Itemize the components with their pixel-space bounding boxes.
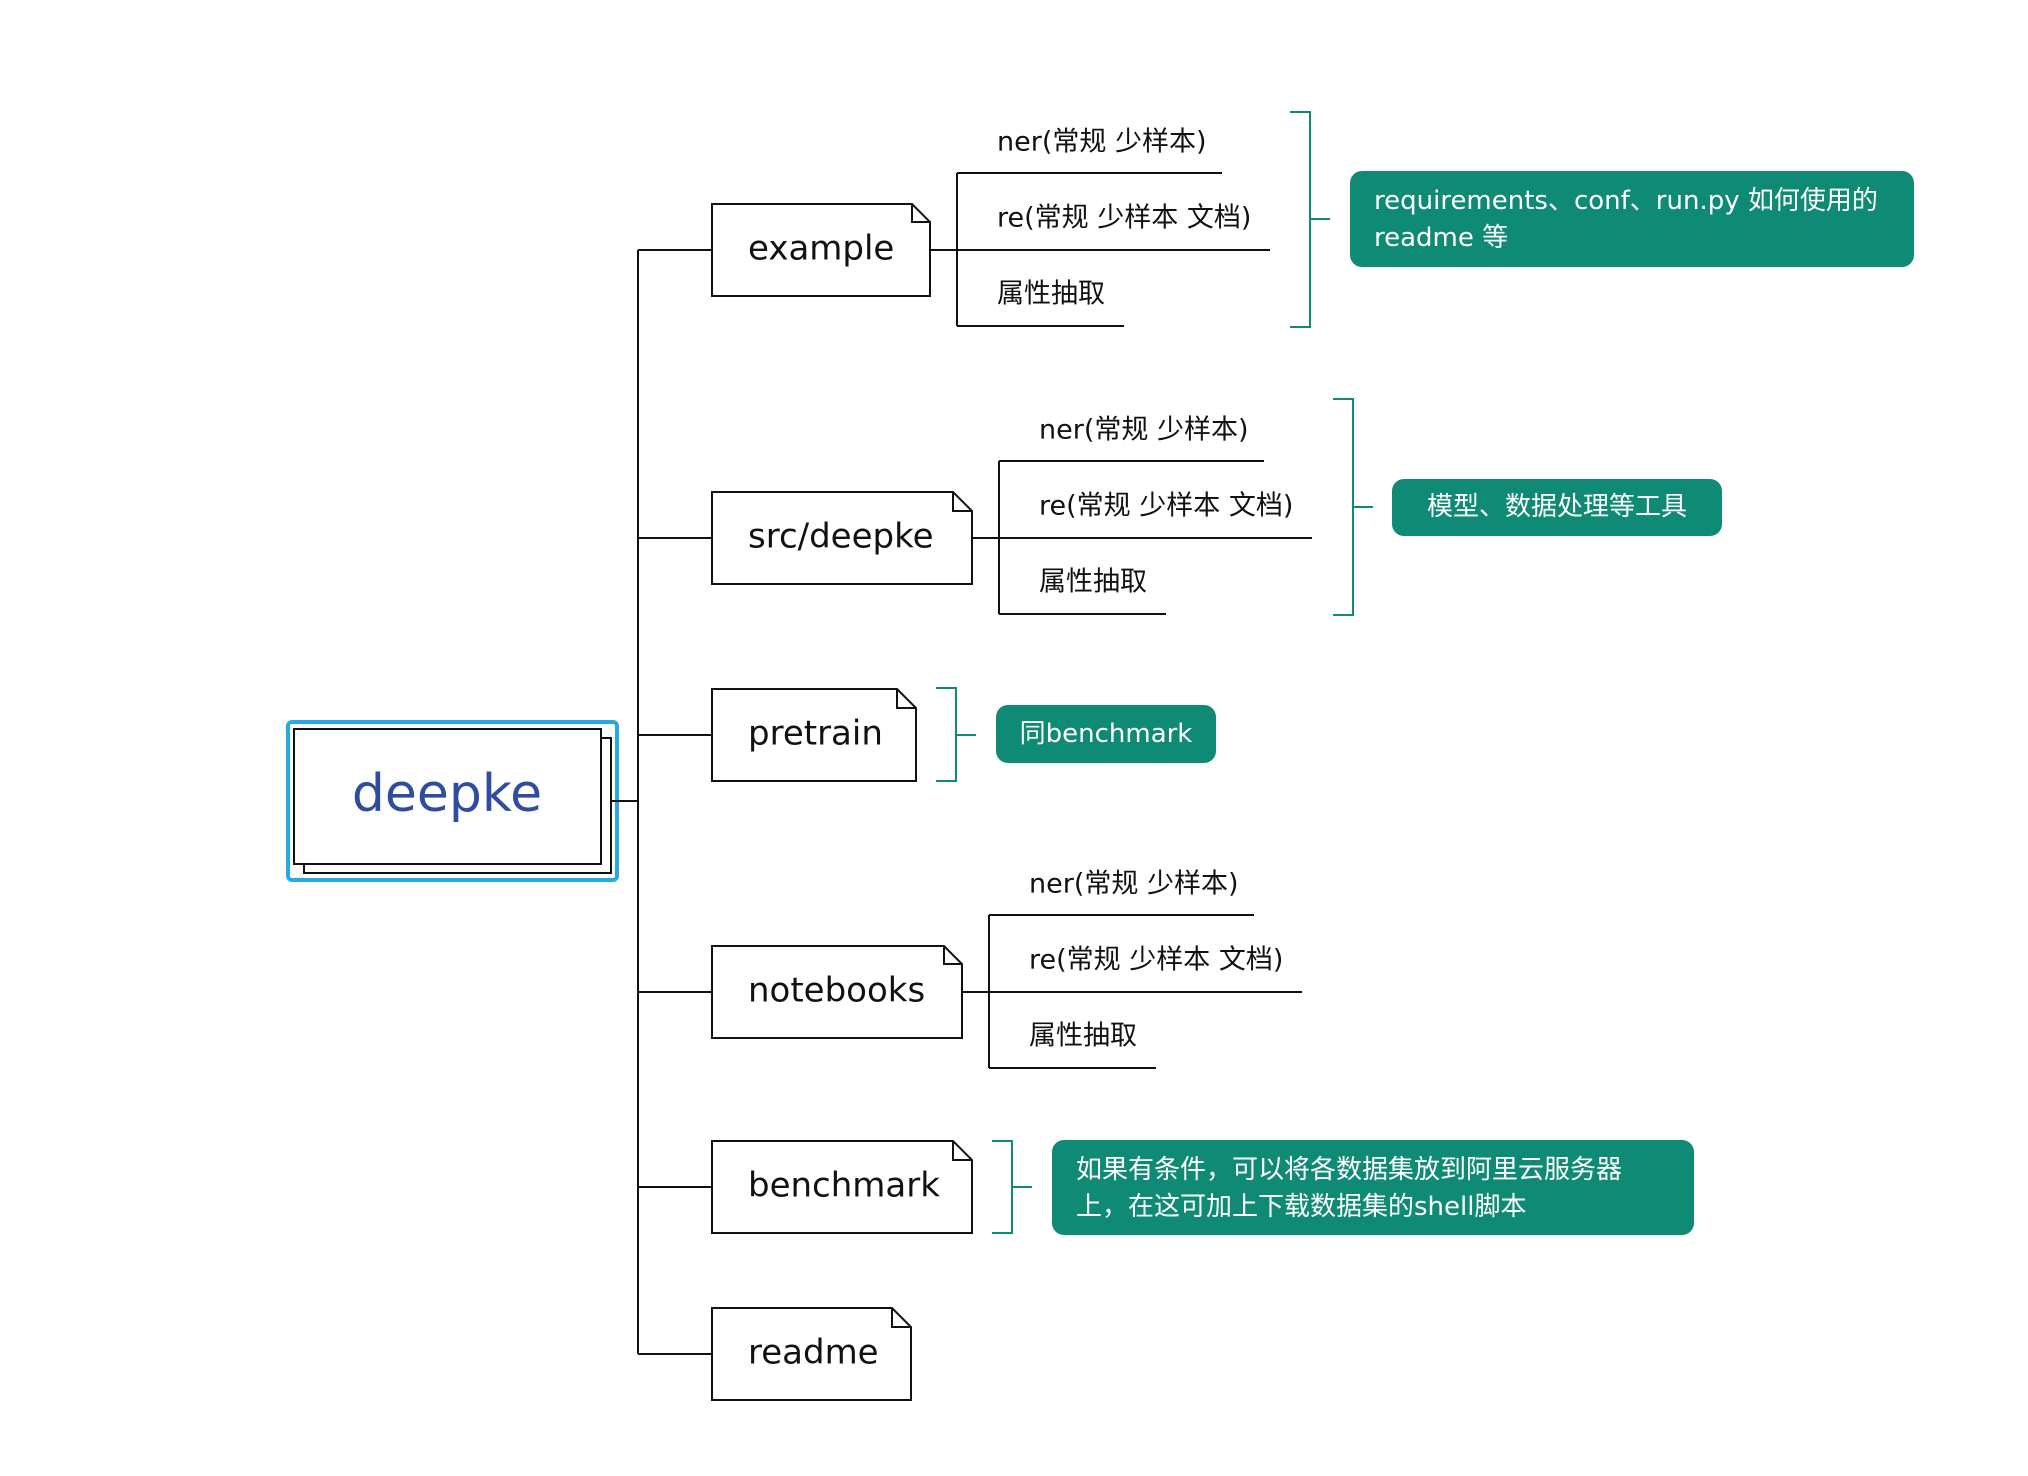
- dog-ear-fold: [911, 204, 930, 223]
- branch-node-src[interactable]: src/deepke: [711, 491, 973, 585]
- branch-node-readme[interactable]: readme: [711, 1307, 912, 1401]
- child-item-ner[interactable]: ner(常规 少样本): [1029, 869, 1238, 900]
- branch-label: readme: [748, 1333, 879, 1373]
- document-shape: [711, 491, 973, 585]
- root-card: [293, 728, 602, 865]
- document-shape: [711, 1307, 912, 1401]
- note-benchmark[interactable]: 如果有条件，可以将各数据集放到阿里云服务器上，在这可加上下载数据集的shell脚…: [1052, 1140, 1694, 1235]
- child-item-ner[interactable]: ner(常规 少样本): [1039, 415, 1248, 446]
- dog-ear-fold: [891, 1308, 911, 1328]
- child-item-attribute[interactable]: 属性抽取: [1029, 1021, 1137, 1052]
- root-label: deepke: [352, 764, 542, 824]
- note-bracket-benchmark: [992, 1140, 1032, 1234]
- child-item-re[interactable]: re(常规 少样本 文档): [1029, 945, 1283, 976]
- children-example: [930, 172, 1270, 327]
- note-pretrain[interactable]: 同benchmark: [996, 705, 1216, 763]
- dog-ear-fold: [952, 1141, 972, 1161]
- branch-node-pretrain[interactable]: pretrain: [711, 688, 917, 782]
- note-bracket-src: [1333, 398, 1373, 616]
- child-item-ner[interactable]: ner(常规 少样本): [997, 127, 1206, 158]
- note-src[interactable]: 模型、数据处理等工具: [1392, 479, 1722, 536]
- document-shape: [711, 1140, 973, 1234]
- child-item-re[interactable]: re(常规 少样本 文档): [997, 203, 1251, 234]
- dog-ear-fold: [952, 492, 972, 512]
- branch-label: src/deepke: [748, 517, 934, 557]
- child-item-re[interactable]: re(常规 少样本 文档): [1039, 491, 1293, 522]
- dog-ear-fold: [896, 689, 916, 709]
- root-node[interactable]: deepke: [286, 720, 619, 882]
- branch-label: notebooks: [748, 971, 925, 1011]
- children-notebooks: [962, 914, 1302, 1069]
- document-shape: [711, 203, 931, 297]
- branch-label: example: [748, 229, 894, 269]
- document-shape: [711, 688, 917, 782]
- children-src: [972, 460, 1312, 615]
- child-item-attribute[interactable]: 属性抽取: [1039, 567, 1147, 598]
- child-item-attribute[interactable]: 属性抽取: [997, 279, 1105, 310]
- note-bracket-pretrain: [936, 687, 976, 782]
- note-example[interactable]: requirements、conf、run.py 如何使用的 readme 等: [1350, 171, 1914, 267]
- branch-label: pretrain: [748, 714, 883, 754]
- branch-node-notebooks[interactable]: notebooks: [711, 945, 963, 1039]
- branch-node-example[interactable]: example: [711, 203, 931, 297]
- trunk-connectors: [611, 249, 712, 1355]
- dog-ear-fold: [943, 946, 962, 965]
- branch-node-benchmark[interactable]: benchmark: [711, 1140, 973, 1234]
- note-bracket-example: [1290, 111, 1330, 328]
- document-shape: [711, 945, 963, 1039]
- branch-label: benchmark: [748, 1166, 940, 1206]
